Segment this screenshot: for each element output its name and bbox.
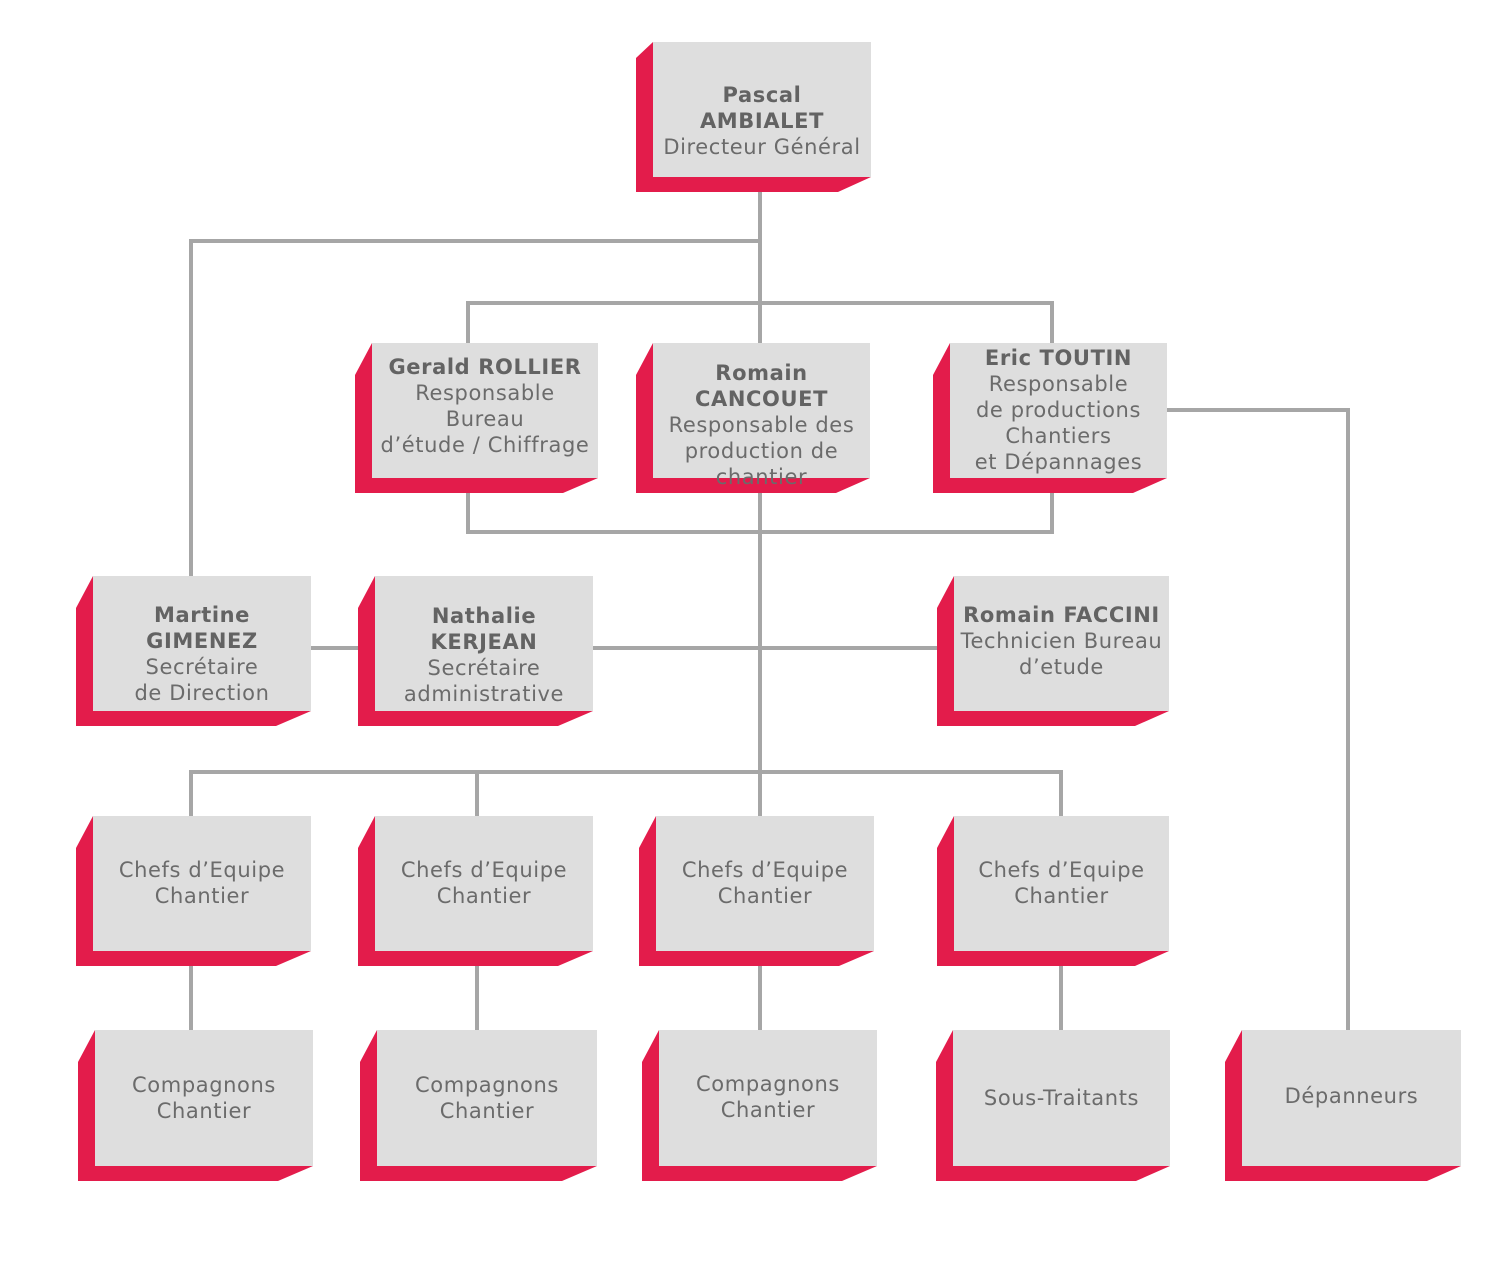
node-name: Gerald ROLLIER — [388, 354, 582, 379]
node-role: Secrétaire de Direction — [134, 655, 270, 705]
node-role: Dépanneurs — [1284, 1084, 1419, 1108]
node-chef-1: Chefs d’Equipe Chantier — [76, 816, 311, 966]
box-shadow — [358, 816, 593, 966]
node-compagnons-3: Compagnons Chantier — [642, 1030, 877, 1181]
node-role: Responsable de productions Chantiers et … — [974, 372, 1143, 474]
node-role: Sous-Traitants — [983, 1086, 1140, 1110]
node-role: Chefs d’Equipe Chantier — [978, 858, 1145, 908]
node-name: Eric TOUTIN — [984, 346, 1133, 370]
node-chef-4: Chefs d’Equipe Chantier — [937, 816, 1169, 966]
box-shadow — [937, 576, 1169, 726]
box-shadow — [76, 816, 311, 966]
node-role: Compagnons Chantier — [696, 1072, 840, 1122]
box-shadow — [937, 816, 1169, 966]
node-faccini: Romain FACCINI Technicien Bureau d’etude — [937, 576, 1169, 726]
node-cancouet: Romain CANCOUET Responsable des producti… — [636, 343, 870, 493]
box-shadow — [639, 816, 874, 966]
node-role: Responsable Bureau d’étude / Chiffrage — [380, 380, 590, 457]
node-name: Nathalie KERJEAN — [430, 604, 538, 654]
node-kerjean: Nathalie KERJEAN Secrétaire administrati… — [358, 576, 593, 726]
node-compagnons-2: Compagnons Chantier — [360, 1030, 597, 1181]
node-chef-2: Chefs d’Equipe Chantier — [358, 816, 593, 966]
node-ceo: Pascal AMBIALET Directeur Général — [636, 42, 871, 192]
node-chef-3: Chefs d’Equipe Chantier — [639, 816, 874, 966]
box-shadow — [933, 343, 1167, 493]
node-role: Compagnons Chantier — [132, 1073, 276, 1123]
node-sous-traitants: Sous-Traitants — [936, 1030, 1170, 1181]
node-name: Romain FACCINI — [963, 603, 1160, 627]
node-toutin: Eric TOUTIN Responsable de productions C… — [933, 343, 1167, 493]
node-role: Chefs d’Equipe Chantier — [681, 858, 849, 908]
box-shadow — [358, 576, 593, 726]
box-shadow — [636, 42, 871, 192]
node-rollier: Gerald ROLLIER Responsable Bureau d’étud… — [355, 343, 598, 493]
node-gimenez: Martine GIMENEZ Secrétaire de Direction — [76, 576, 311, 726]
box-shadow — [355, 343, 598, 493]
node-role: Technicien Bureau d’etude — [960, 629, 1163, 679]
node-name: Martine GIMENEZ — [146, 603, 258, 653]
node-role: Directeur Général — [663, 135, 861, 159]
node-depanneurs: Dépanneurs — [1225, 1030, 1461, 1181]
box-shadow — [76, 576, 311, 726]
node-role: Compagnons Chantier — [415, 1073, 559, 1123]
node-role: Chefs d’Equipe Chantier — [400, 858, 568, 908]
box-shadow — [636, 343, 870, 493]
node-role: Responsable des production de chantier — [668, 413, 855, 489]
node-compagnons-1: Compagnons Chantier — [78, 1030, 313, 1181]
node-role: Secrétaire administrative — [403, 656, 565, 706]
node-role: Chefs d’Equipe Chantier — [118, 858, 286, 908]
node-name: Pascal AMBIALET — [699, 83, 825, 133]
node-name: Romain CANCOUET — [694, 361, 829, 411]
